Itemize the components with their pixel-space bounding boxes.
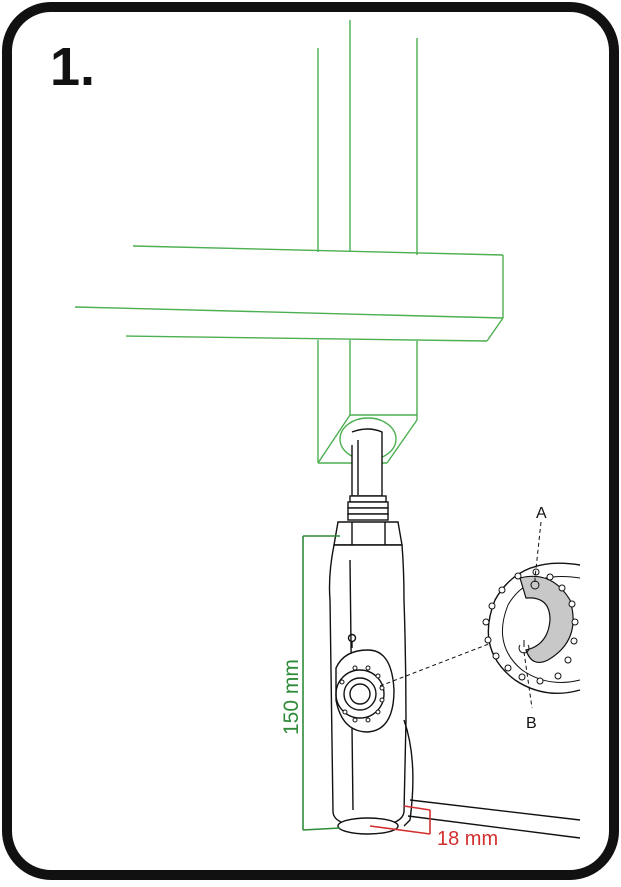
- callout-a-label: A: [536, 505, 547, 522]
- height-dimension: [302, 535, 341, 831]
- step-number: 1.: [50, 37, 96, 97]
- dial-zoom: [482, 562, 581, 695]
- callout-b-label: B: [526, 715, 537, 732]
- display-leds: [339, 665, 385, 723]
- offset-dimension: [369, 805, 431, 835]
- thermometer-icon: [530, 578, 540, 590]
- callout-b-leader: [523, 651, 533, 709]
- radiator-tube: [74, 20, 504, 464]
- callout-a-leader: [534, 521, 542, 579]
- offset-dimension-label: 18 mm: [437, 828, 498, 850]
- heating-element: [328, 428, 581, 839]
- height-dimension-label: 150 mm: [280, 659, 303, 735]
